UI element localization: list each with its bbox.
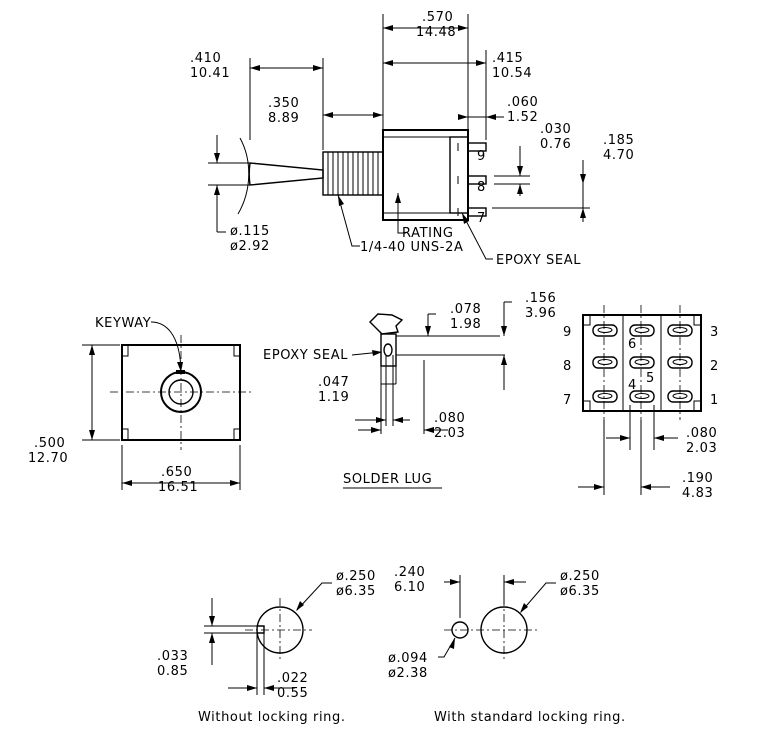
dim-thread-length-mm: 8.89 bbox=[268, 111, 299, 126]
ring-hole-diameter-in: ø.250 bbox=[560, 569, 600, 584]
bushing-inner bbox=[168, 379, 194, 405]
terminal-left-7: 7 bbox=[563, 393, 572, 408]
dim-terminal-height-mm: 4.70 bbox=[603, 148, 634, 163]
lug-thickness-in: .047 bbox=[318, 375, 349, 390]
lug-hole-mm: 1.98 bbox=[450, 317, 481, 332]
caption-without-ring: Without locking ring. bbox=[198, 710, 346, 725]
terminal-label-8: 8 bbox=[477, 180, 486, 195]
cutout-key bbox=[257, 625, 265, 634]
dim-terminal-thickness-in: .030 bbox=[540, 122, 571, 137]
solder-lug-title: SOLDER LUG bbox=[343, 472, 432, 487]
lug-thickness-mm: 1.19 bbox=[318, 390, 349, 405]
lug-width-in: .080 bbox=[434, 411, 465, 426]
dim-terminal-stub-in: .060 bbox=[507, 95, 538, 110]
dim-terminal-overall-in: .415 bbox=[492, 51, 523, 66]
rating-label: RATING bbox=[402, 226, 454, 241]
ring-offset-mm: 6.10 bbox=[394, 580, 425, 595]
pin-diameter-in: ø.094 bbox=[388, 651, 428, 666]
lug-top-mm: 3.96 bbox=[525, 306, 556, 321]
toggle-lever bbox=[248, 162, 324, 186]
ring-offset-in: .240 bbox=[394, 565, 425, 580]
dim-thread-length-in: .350 bbox=[268, 96, 299, 111]
front-view: KEYWAY .500 12.70 .650 16.51 bbox=[28, 316, 252, 495]
keyway-notch bbox=[176, 370, 185, 374]
dim-body-width-in: .570 bbox=[422, 10, 453, 25]
terminal-center-5: 5 bbox=[646, 371, 655, 386]
cutout-with-ring: .240 6.10 ø.250 ø6.35 ø.094 ø2.38 With s… bbox=[388, 565, 626, 725]
terminal-label-7: 7 bbox=[477, 211, 486, 226]
terminal-left-8: 8 bbox=[563, 359, 572, 374]
lug-hole bbox=[383, 343, 393, 357]
terminal-base bbox=[582, 314, 702, 412]
keyway-label: KEYWAY bbox=[95, 316, 151, 331]
dim-terminal-thickness-mm: 0.76 bbox=[540, 137, 571, 152]
epoxy-seal-block bbox=[449, 136, 469, 214]
terminal-right-1: 1 bbox=[710, 393, 719, 408]
key-width-mm: 0.55 bbox=[277, 686, 308, 701]
front-height-in: .500 bbox=[34, 436, 65, 451]
terminal-view: 9 8 7 3 2 1 6 5 4 .080 2.03 .190 4.83 bbox=[563, 305, 719, 501]
front-width-in: .650 bbox=[161, 465, 192, 480]
side-terminals bbox=[457, 142, 487, 217]
bushing-threads bbox=[327, 152, 379, 195]
lug-body bbox=[380, 333, 397, 367]
lug-epoxy-cap bbox=[369, 313, 404, 335]
dim-terminal-overall-mm: 10.54 bbox=[492, 66, 532, 81]
terminal-right-3: 3 bbox=[710, 325, 719, 340]
terminal-right-2: 2 bbox=[710, 359, 719, 374]
ring-hole-diameter-mm: ø6.35 bbox=[560, 584, 600, 599]
lug-spacing-in: .080 bbox=[686, 426, 717, 441]
dim-terminal-stub-mm: 1.52 bbox=[507, 110, 538, 125]
thread-spec-label: 1/4-40 UNS-2A bbox=[360, 240, 463, 255]
lug-width-mm: 2.03 bbox=[434, 426, 465, 441]
front-body bbox=[121, 344, 241, 441]
hole-diameter-mm: ø6.35 bbox=[336, 584, 376, 599]
terminal-lugs bbox=[592, 324, 693, 403]
dim-bushing-total-mm: 10.41 bbox=[190, 66, 230, 81]
lug-hole-in: .078 bbox=[450, 302, 481, 317]
front-height-mm: 12.70 bbox=[28, 451, 68, 466]
terminal-center-6: 6 bbox=[628, 337, 637, 352]
terminal-label-9: 9 bbox=[477, 149, 486, 164]
caption-with-ring: With standard locking ring. bbox=[434, 710, 626, 725]
cutout-without-ring: .033 0.85 .022 0.55 ø.250 ø6.35 Without … bbox=[157, 569, 376, 725]
pin-diameter-mm: ø2.38 bbox=[388, 666, 428, 681]
terminal-center-4: 4 bbox=[628, 378, 637, 393]
key-height-in: .033 bbox=[157, 649, 188, 664]
lug-epoxy-label: EPOXY SEAL bbox=[263, 348, 348, 363]
solder-lug-detail: EPOXY SEAL .078 1.98 .156 3.96 .047 1.19 bbox=[263, 291, 556, 489]
lug-top-in: .156 bbox=[525, 291, 556, 306]
lever-sweep-arc bbox=[237, 137, 250, 215]
dim-bushing-total-in: .410 bbox=[190, 51, 221, 66]
front-width-mm: 16.51 bbox=[158, 480, 198, 495]
lug-spacing-mm: 2.03 bbox=[686, 441, 717, 456]
side-view: 9 8 7 .570 14.48 .410 10.41 .415 10.54 .… bbox=[190, 10, 634, 268]
key-width-in: .022 bbox=[277, 671, 308, 686]
terminal-left-9: 9 bbox=[563, 325, 572, 340]
row-spacing-mm: 4.83 bbox=[682, 486, 713, 501]
dim-lever-diameter-mm: ø2.92 bbox=[230, 239, 270, 254]
dim-body-width-mm: 14.48 bbox=[416, 25, 456, 40]
hole-diameter-in: ø.250 bbox=[336, 569, 376, 584]
switch-body bbox=[382, 129, 469, 221]
row-spacing-in: .190 bbox=[682, 471, 713, 486]
key-height-mm: 0.85 bbox=[157, 664, 188, 679]
dim-lever-diameter-in: ø.115 bbox=[230, 224, 270, 239]
dim-terminal-height-in: .185 bbox=[603, 133, 634, 148]
epoxy-seal-label: EPOXY SEAL bbox=[496, 253, 581, 268]
